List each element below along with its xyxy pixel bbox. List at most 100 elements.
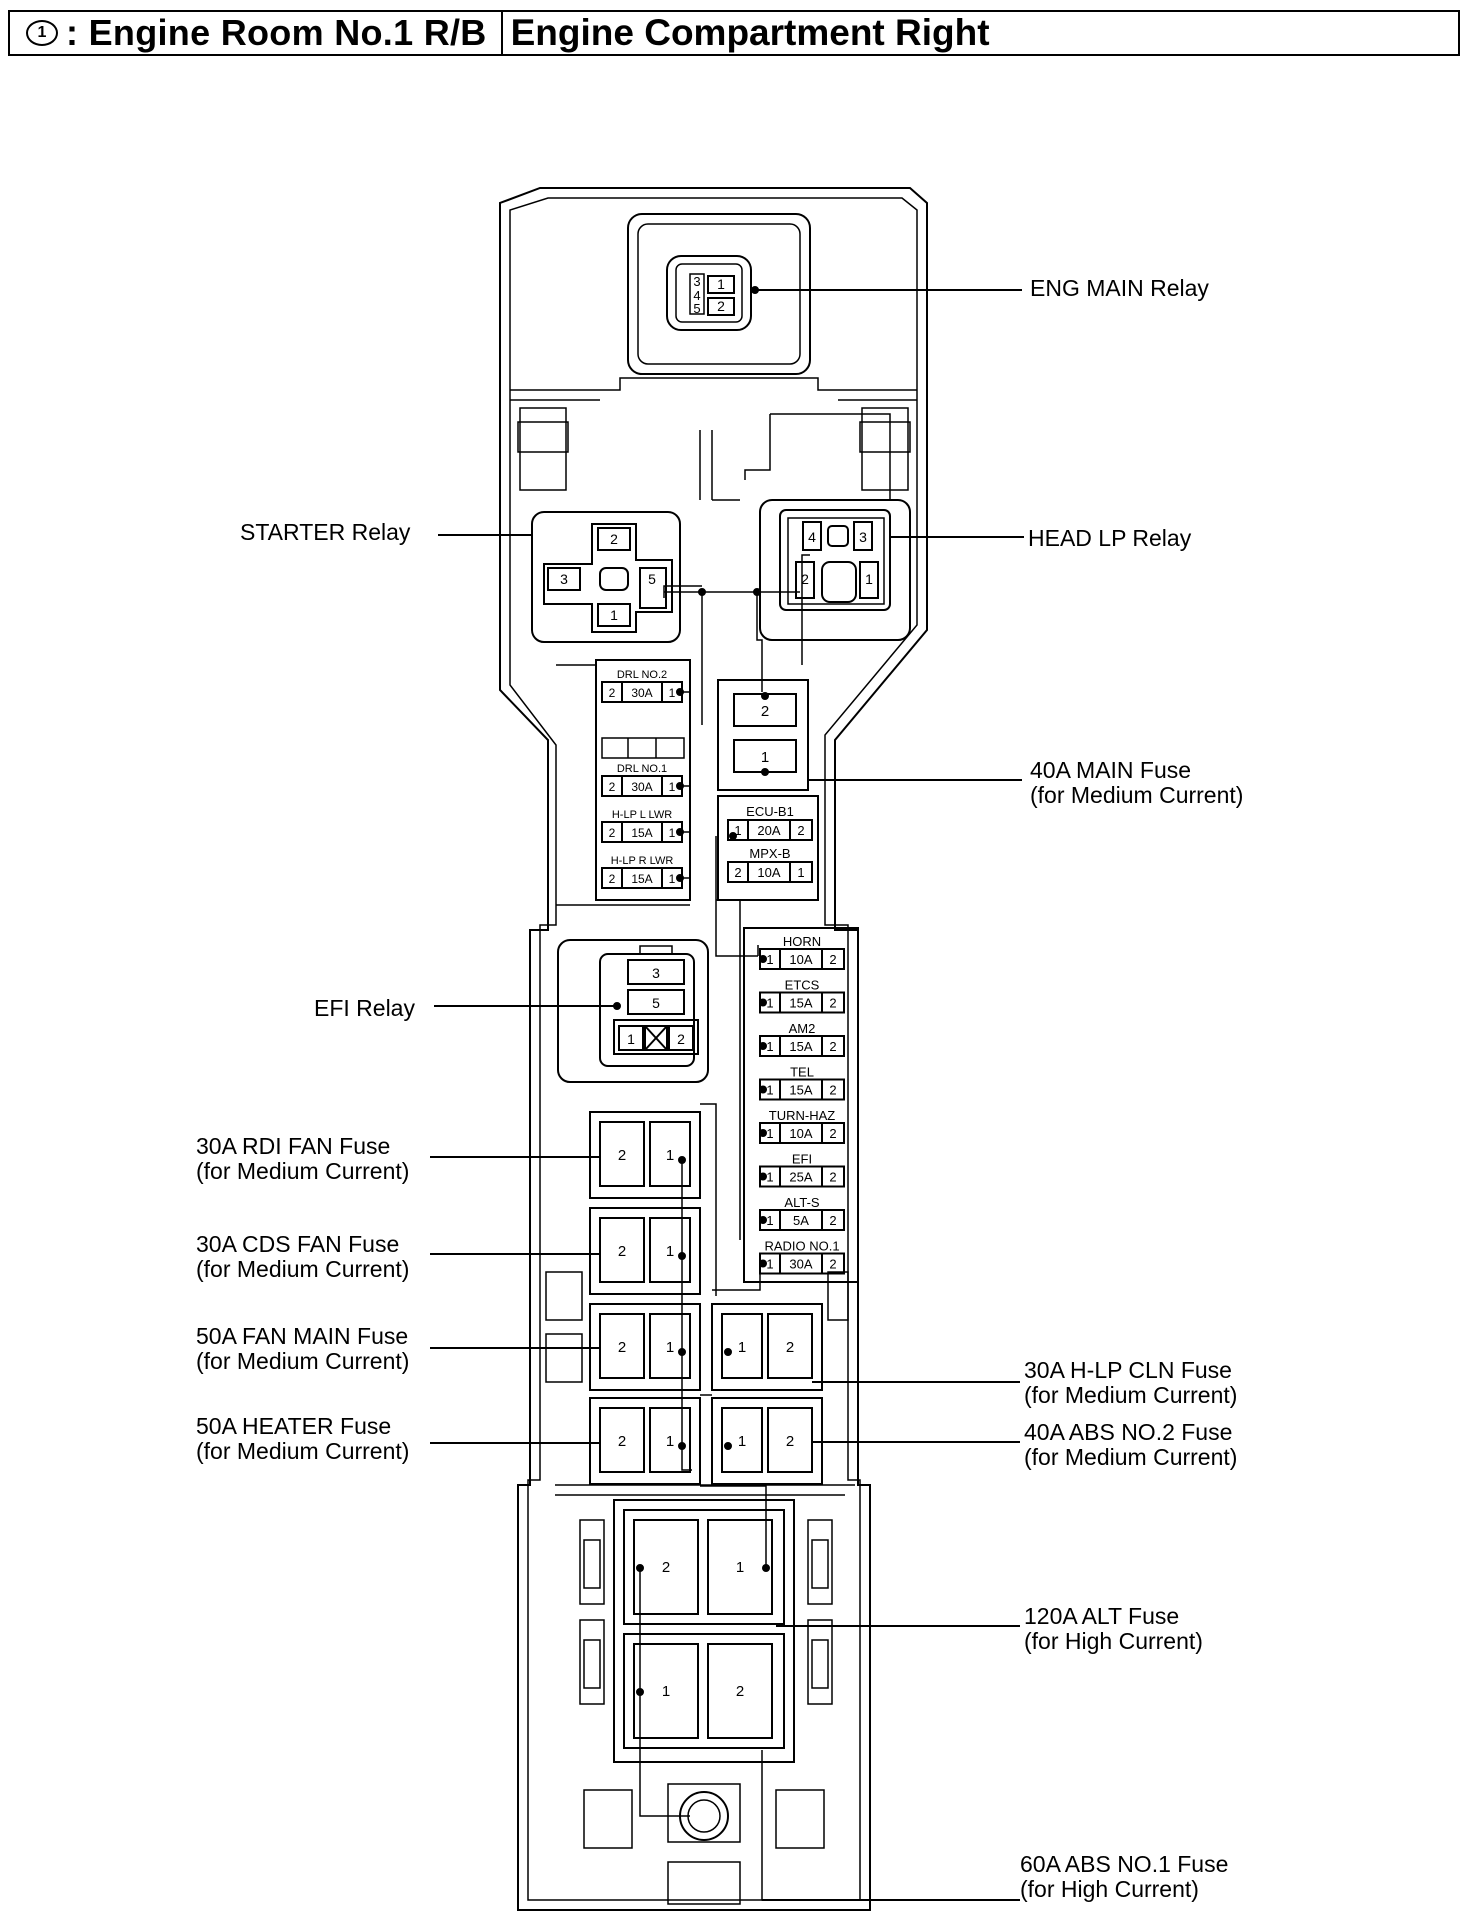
svg-text:TEL: TEL [790, 1065, 814, 1080]
mini-fuse: MPX-B 2 10A 1 [727, 846, 813, 883]
starter-relay-label: STARTER Relay [240, 519, 411, 545]
svg-text:HORN: HORN [783, 934, 821, 949]
pin-label: 2 [662, 1559, 670, 1576]
pin-label: 2 [618, 1147, 626, 1164]
pin-label: 1 [666, 1339, 674, 1356]
svg-text:2: 2 [609, 686, 616, 700]
relay-block-location: : Engine Room No.1 R/B [66, 12, 487, 53]
pin-label: 2 [786, 1433, 794, 1450]
svg-text:20A: 20A [757, 823, 780, 838]
svg-text:1: 1 [766, 1083, 773, 1098]
svg-text:2: 2 [797, 823, 804, 838]
svg-text:TURN-HAZ: TURN-HAZ [769, 1108, 835, 1123]
pin-label: 1 [717, 276, 725, 292]
medium-fuse-cds: 2 1 [589, 1207, 701, 1295]
mini-fuse: H-LP L LWR 2 15A 1 [601, 809, 683, 843]
svg-text:2: 2 [829, 1083, 836, 1098]
pin-label: 1 [666, 1433, 674, 1450]
svg-text:EFI: EFI [792, 1152, 812, 1167]
svg-text:2: 2 [829, 996, 836, 1011]
pin-label: 5 [693, 301, 700, 316]
pin-label: 1 [738, 1433, 746, 1450]
svg-text:15A: 15A [631, 872, 652, 886]
pin-label: 3 [859, 529, 867, 545]
svg-text:H-LP R LWR: H-LP R LWR [611, 855, 674, 867]
svg-text:2: 2 [829, 952, 836, 967]
svg-text:1: 1 [766, 952, 773, 967]
alt-fuse-label: 120A ALT Fuse(for High Current) [1024, 1603, 1203, 1654]
svg-text:2: 2 [609, 872, 616, 886]
svg-text:15A: 15A [789, 1083, 812, 1098]
page-title: Engine Compartment Right [510, 12, 990, 53]
pin-label: 1 [666, 1243, 674, 1260]
svg-text:1: 1 [766, 1213, 773, 1228]
pin-label: 1 [627, 1031, 635, 1047]
location-badge: 1 [26, 20, 58, 46]
svg-text:DRL NO.2: DRL NO.2 [617, 669, 667, 681]
pin-label: 2 [618, 1433, 626, 1450]
svg-text:25A: 25A [789, 1170, 812, 1185]
svg-text:1: 1 [669, 872, 676, 886]
pin-label: 4 [808, 529, 816, 545]
svg-text:1: 1 [734, 823, 741, 838]
eng-main-relay-label: ENG MAIN Relay [1030, 275, 1209, 301]
pin-label: 2 [618, 1339, 626, 1356]
efi-relay-cavity [557, 939, 709, 1083]
svg-text:1: 1 [766, 1170, 773, 1185]
mini-fuse: DRL NO.1 2 30A 1 [601, 763, 683, 797]
mini-fuse: DRL NO.2 2 30A 1 [601, 669, 683, 703]
page-header: 1 : Engine Room No.1 R/B Engine Compartm… [8, 10, 1460, 56]
svg-text:1: 1 [766, 996, 773, 1011]
eng-main-relay-cavity [627, 213, 811, 375]
svg-text:1: 1 [766, 1039, 773, 1054]
head-lp-relay-cavity [759, 499, 911, 641]
efi-relay-label: EFI Relay [314, 995, 415, 1021]
pin-label: 5 [652, 995, 660, 1011]
svg-text:15A: 15A [631, 826, 652, 840]
efi-relay-socket [599, 953, 695, 1067]
pin-label: 1 [761, 749, 769, 766]
svg-text:10A: 10A [757, 865, 780, 880]
svg-text:10A: 10A [789, 952, 812, 967]
pin-label: 4 [693, 288, 700, 303]
svg-text:1: 1 [766, 1126, 773, 1141]
cds-fan-fuse-label: 30A CDS FAN Fuse(for Medium Current) [196, 1231, 410, 1282]
svg-text:H-LP L LWR: H-LP L LWR [612, 809, 672, 821]
mini-fuse: HORN 1 10A 2 [759, 934, 845, 970]
fan-main-fuse-label: 50A FAN MAIN Fuse(for Medium Current) [196, 1323, 410, 1374]
svg-text:30A: 30A [631, 780, 652, 794]
medium-fuse-heater: 2 1 [589, 1397, 701, 1485]
svg-text:5A: 5A [793, 1213, 809, 1228]
svg-text:2: 2 [829, 1170, 836, 1185]
pin-label: 1 [610, 607, 618, 623]
pin-label: 2 [717, 298, 725, 314]
pin-label: 2 [618, 1243, 626, 1260]
high-current-fuse-abs1: 1 2 [623, 1633, 785, 1749]
pin-label: 1 [738, 1339, 746, 1356]
medium-fuse-abs2: 1 2 [711, 1397, 823, 1485]
heater-fuse-label: 50A HEATER Fuse(for Medium Current) [196, 1413, 410, 1464]
pin-label: 1 [666, 1147, 674, 1164]
svg-text:1: 1 [669, 826, 676, 840]
pin-label: 2 [610, 531, 618, 547]
main-fuse-cavity [717, 679, 809, 791]
main-fuse-label: 40A MAIN Fuse(for Medium Current) [1030, 757, 1244, 808]
starter-relay-socket [543, 523, 673, 633]
right-fuse-block [743, 927, 859, 1283]
medium-fuse-hlp-cln: 1 2 [711, 1303, 823, 1391]
pin-label: 1 [662, 1683, 670, 1700]
svg-text:30A: 30A [631, 686, 652, 700]
pin-label: 2 [736, 1683, 744, 1700]
bolt-stud [679, 1791, 729, 1841]
abs2-fuse-label: 40A ABS NO.2 Fuse(for Medium Current) [1024, 1419, 1238, 1470]
medium-fuse-fan-main: 2 1 [589, 1303, 701, 1391]
eng-main-relay-socket [666, 255, 752, 331]
svg-text:2: 2 [609, 826, 616, 840]
svg-text:ECU-B1: ECU-B1 [746, 804, 794, 819]
svg-text:ETCS: ETCS [785, 978, 820, 993]
high-current-cavity [613, 1499, 795, 1763]
head-lp-relay-socket [779, 509, 891, 611]
